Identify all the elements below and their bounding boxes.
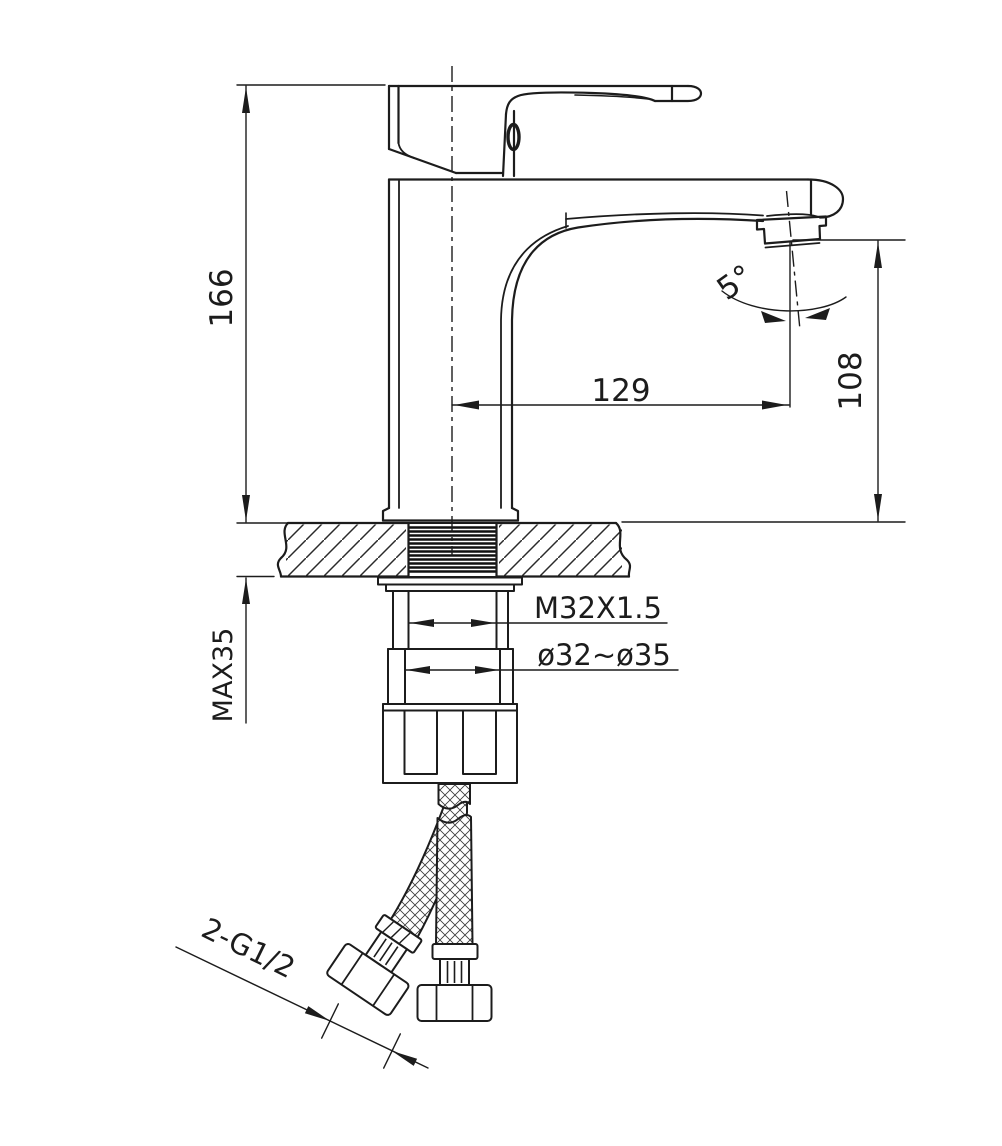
counter-hatch-right [499, 524, 622, 576]
nut-slot-left [403, 709, 438, 775]
counter-hatch-left [286, 524, 406, 576]
handle-lever-cap [653, 84, 703, 103]
faucet-body-outline [381, 84, 845, 522]
body-base-right [510, 506, 520, 522]
arrowheads [242, 87, 882, 1066]
thread-neck-right-ribs [446, 961, 463, 983]
hex-nut-left-faces [340, 952, 395, 1007]
label-max35: MAX35 [208, 628, 239, 723]
spout-underside-outer [510, 217, 765, 510]
thread-neck-left-ribs [373, 938, 399, 966]
centerlines [451, 66, 801, 556]
label-hose-thread-g12: 2-G1/2 [196, 911, 300, 985]
hose-fitting-right [416, 943, 493, 1022]
leader-arrow-1 [304, 1006, 330, 1021]
hose-right-upper [437, 783, 471, 810]
label-height-166: 166 [204, 268, 240, 327]
label-angle-5deg: 5° [711, 258, 761, 308]
arc-arrow-left [761, 311, 786, 323]
handle-block-chamfer [387, 147, 458, 175]
handle-lever-inner-line [574, 94, 649, 100]
leader-arrow-2 [392, 1051, 418, 1066]
handle-neck-left [501, 112, 508, 178]
aerator-outline [755, 215, 828, 245]
shank-section-b [387, 648, 514, 705]
hex-nut-left [326, 943, 410, 1016]
spout-cap-inner [766, 213, 818, 218]
handle-lever-underside [504, 91, 657, 116]
counter-break-right [614, 521, 632, 578]
threaded-shank [407, 523, 498, 577]
label-spout-height-108: 108 [833, 351, 869, 410]
supply-hoses [326, 783, 493, 1022]
spout-cap-outer [806, 178, 845, 219]
arc-arrow-right [805, 308, 830, 320]
dimension-labels: 166 129 108 5° M32X1.5 ø32~ø35 MAX35 2-G… [196, 258, 869, 985]
mounting-hardware [377, 576, 523, 784]
hex-nut-right [416, 984, 493, 1022]
washer-plate [377, 576, 523, 586]
label-reach-129: 129 [591, 373, 650, 409]
angle-arc [721, 290, 847, 312]
hose-fitting-left [326, 914, 423, 1016]
aerator-axis-centerline [785, 190, 801, 331]
hose-right-lower [435, 813, 474, 945]
washer-plate2 [385, 583, 515, 592]
leader-line-g12 [175, 946, 429, 1069]
spout-underside-wall [500, 225, 569, 509]
shank-section-a [392, 590, 509, 650]
dimension-lines [175, 84, 906, 1069]
spout-underside-inner [565, 212, 764, 220]
hex-nut-right-faces [435, 985, 474, 1021]
countertop-section [276, 521, 632, 578]
nut-slot-right [462, 709, 497, 775]
ferrule-left-knurl [382, 921, 411, 944]
body-base-left [381, 506, 391, 522]
mounting-nut [382, 703, 518, 784]
counter-break-left [276, 521, 290, 578]
label-thread-m32: M32X1.5 [534, 591, 662, 625]
ferrule-right [431, 943, 479, 960]
label-hole-diameter: ø32~ø35 [537, 638, 671, 672]
aerator-face-line2 [764, 242, 821, 249]
set-screw-icon [506, 122, 521, 152]
handle-block-chamfer-inner [397, 142, 415, 159]
